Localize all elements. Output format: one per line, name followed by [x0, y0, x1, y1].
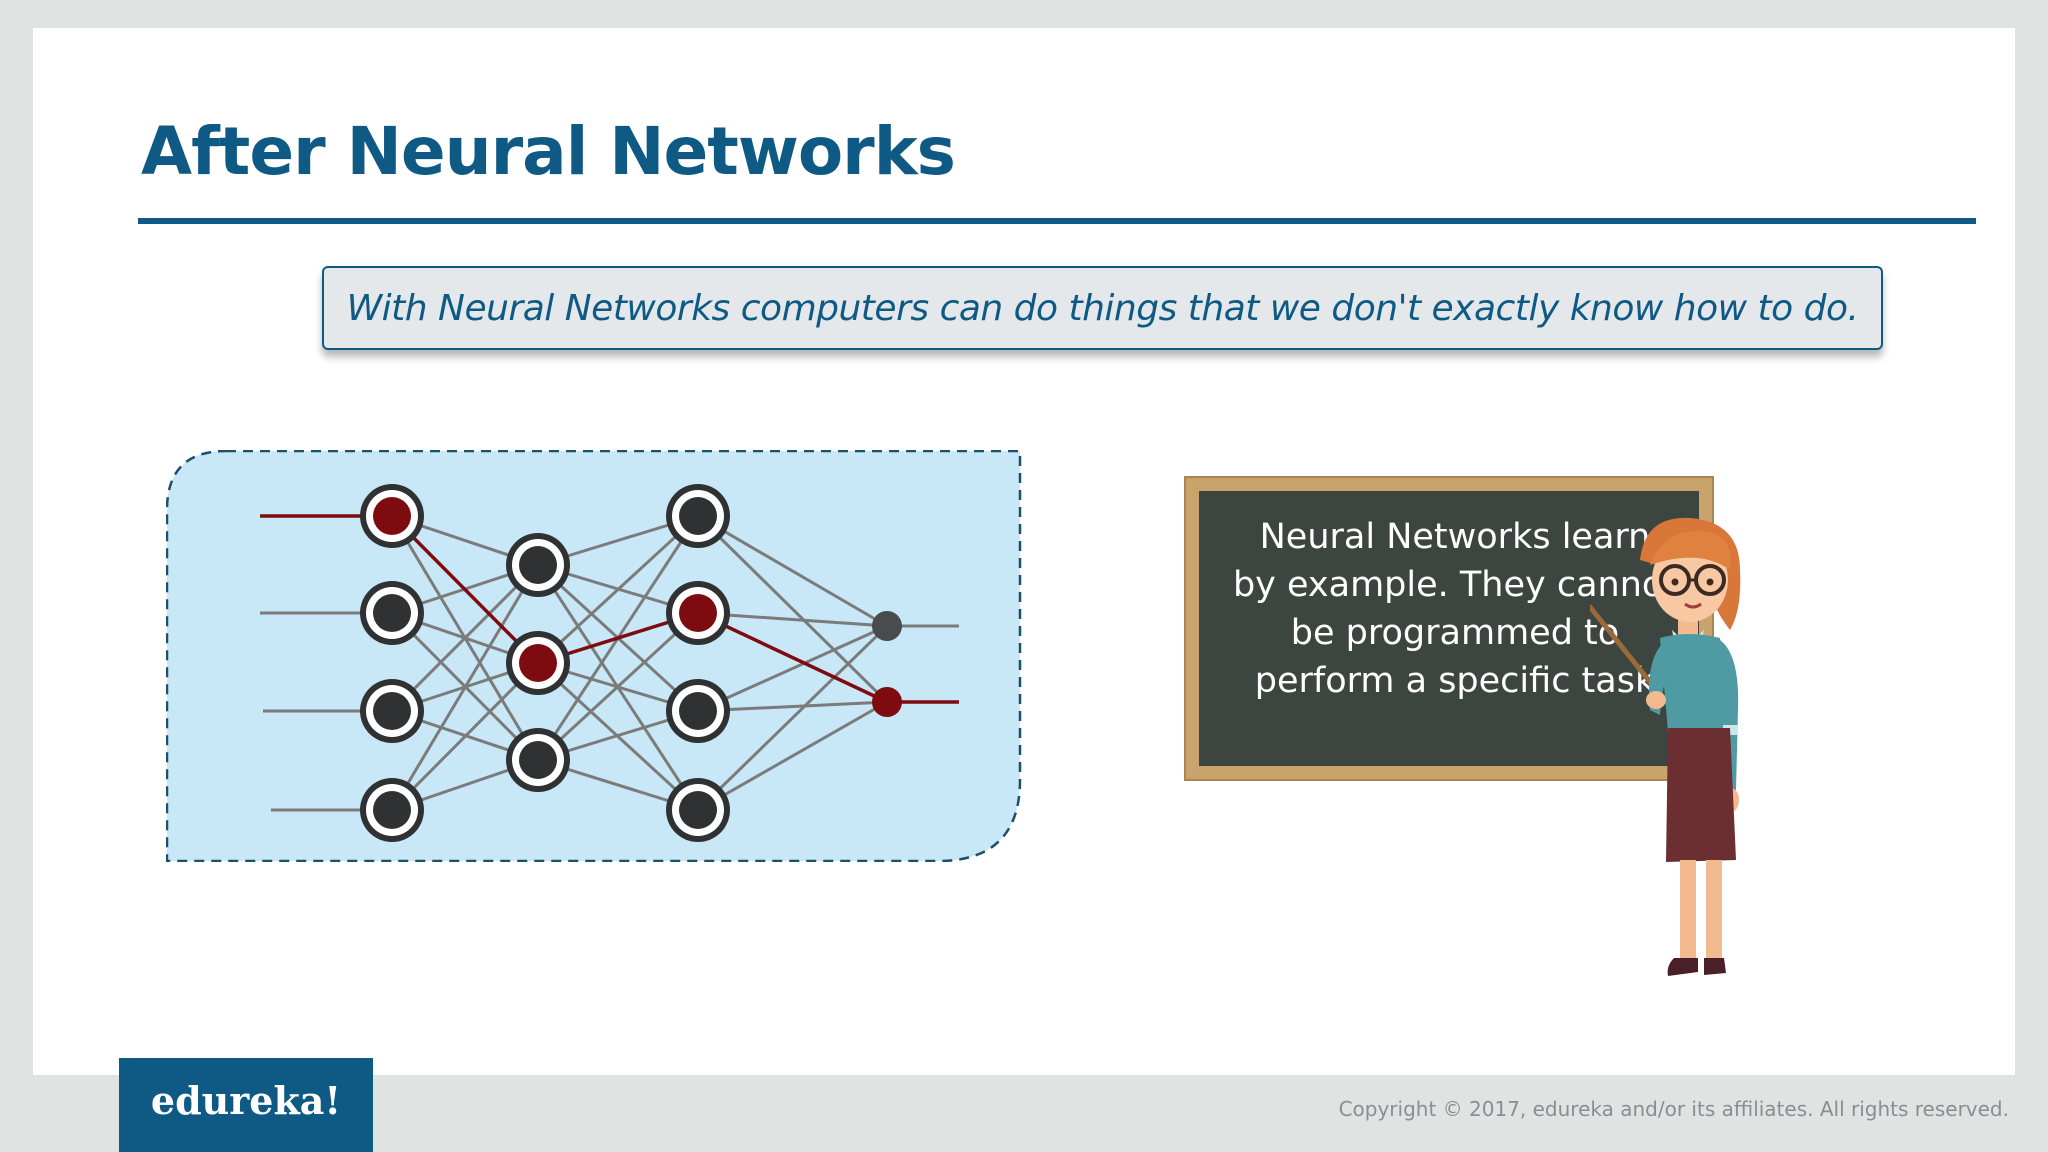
nn-edge [536, 611, 700, 762]
copyright-text: Copyright © 2017, edureka and/or its aff… [1338, 1097, 2009, 1121]
nn-edge [696, 514, 889, 704]
nn-edge [536, 514, 700, 665]
nn-node-core [679, 692, 717, 730]
board-line: perform a specific task [1254, 661, 1656, 701]
callout-text: With Neural Networks computers can do th… [346, 287, 1859, 329]
nn-node-core [373, 692, 411, 730]
chalkboard: Neural Networks learn by example. They c… [1184, 476, 1714, 781]
page-title: After Neural Networks [141, 113, 956, 190]
nn-edge [390, 563, 540, 713]
board-line: be programmed to [1290, 613, 1620, 653]
nn-edge [697, 700, 888, 812]
edureka-logo: edureka! [119, 1058, 373, 1152]
nn-edge [696, 624, 889, 812]
chalkboard-text: Neural Networks learn by example. They c… [1227, 513, 1683, 705]
nn-node-core [373, 594, 411, 632]
nn-edge-active [390, 514, 540, 665]
nn-node-core [519, 546, 557, 584]
nn-node-core [373, 791, 411, 829]
nn-edge [390, 661, 540, 812]
nn-node-core [519, 741, 557, 779]
nn-node-core [373, 497, 411, 535]
board-line: by example. They cannot [1232, 565, 1678, 605]
nn-nodes [360, 484, 902, 842]
nn-output-node [872, 687, 902, 717]
callout-box: With Neural Networks computers can do th… [322, 266, 1883, 350]
nn-edge [697, 624, 888, 713]
logo-text: edureka! [150, 1077, 342, 1123]
nn-edge-active [697, 611, 888, 704]
board-line: Neural Networks learn [1259, 517, 1651, 557]
nn-node-core [679, 594, 717, 632]
neural-network-svg [165, 449, 1022, 863]
teacher-svg [1587, 517, 1741, 976]
title-divider [138, 218, 1976, 224]
nn-edge [390, 564, 540, 811]
nn-output-node [872, 611, 902, 641]
neural-network-diagram [165, 449, 1022, 863]
nn-edge [697, 514, 888, 628]
nn-background [165, 449, 1022, 863]
chalkboard-surface: Neural Networks learn by example. They c… [1199, 491, 1699, 766]
teacher-illustration [1587, 510, 1770, 985]
nn-node-core [679, 497, 717, 535]
nn-node-core [519, 644, 557, 682]
nn-node-core [679, 791, 717, 829]
